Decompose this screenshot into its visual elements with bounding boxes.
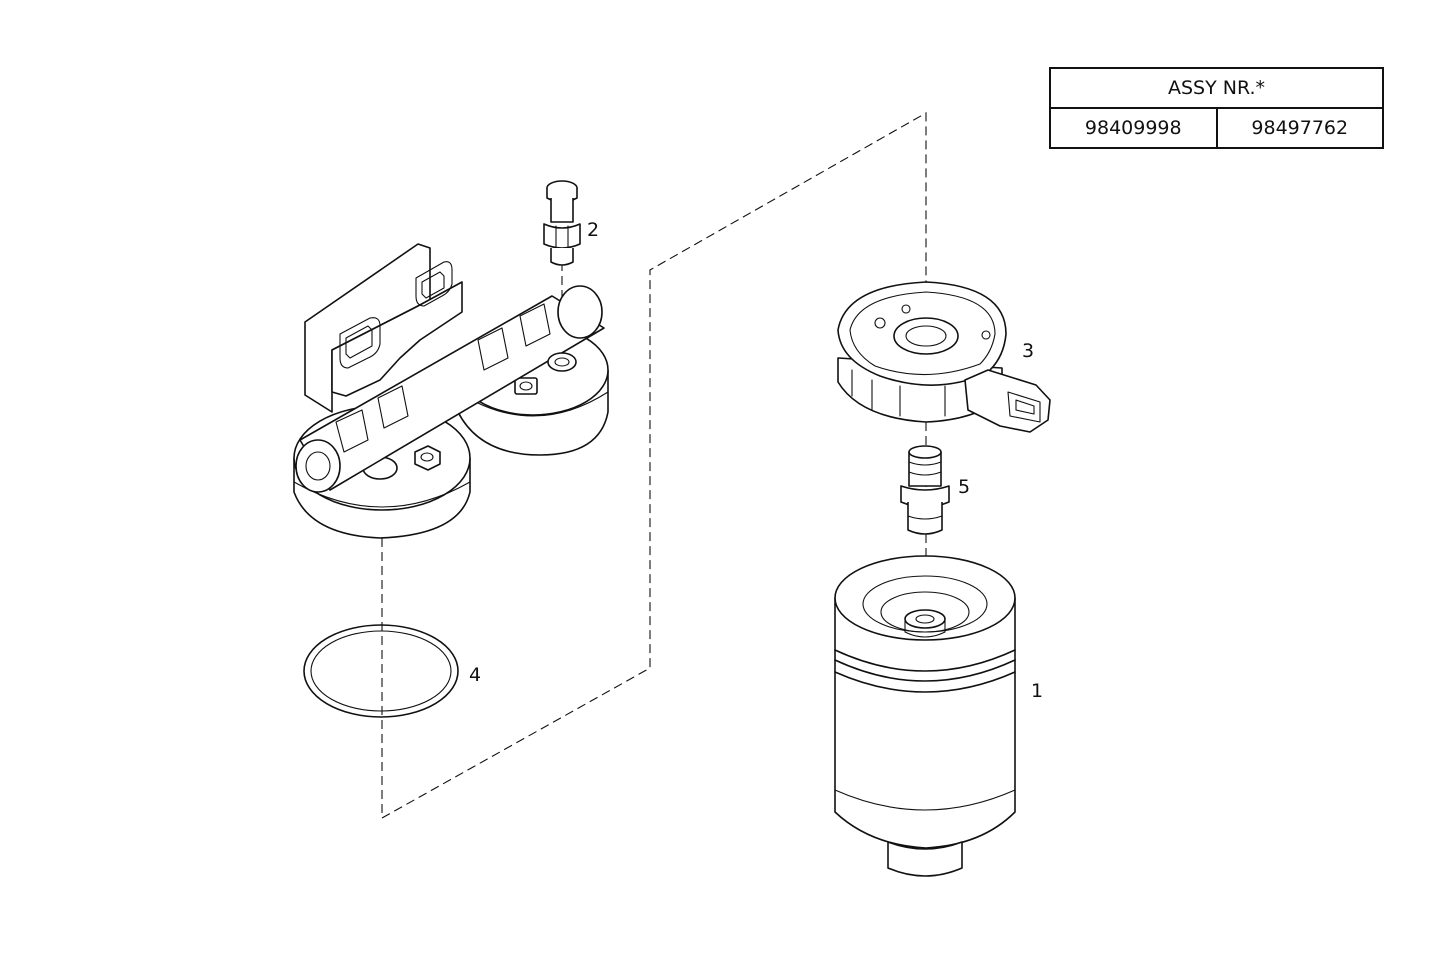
assembly-table-header: ASSY NR.* xyxy=(1049,67,1384,109)
bleed-screw xyxy=(543,180,581,266)
callout-3: 3 xyxy=(1022,340,1034,362)
filter-cartridge xyxy=(834,555,1016,877)
filter-head xyxy=(293,243,609,539)
callout-labels: 1 2 3 4 5 xyxy=(469,219,1043,702)
heater-sensor-housing xyxy=(837,281,1051,433)
assembly-number-2: 98497762 xyxy=(1215,107,1384,149)
callout-2: 2 xyxy=(587,219,599,241)
callout-4: 4 xyxy=(469,664,481,686)
assembly-number-table: ASSY NR.* 98409998 98497762 xyxy=(1049,67,1384,149)
callout-1: 1 xyxy=(1031,680,1043,702)
threaded-nipple xyxy=(900,445,950,535)
callout-5: 5 xyxy=(958,476,970,498)
assembly-number-1: 98409998 xyxy=(1049,107,1218,149)
o-ring-seal xyxy=(303,624,459,718)
